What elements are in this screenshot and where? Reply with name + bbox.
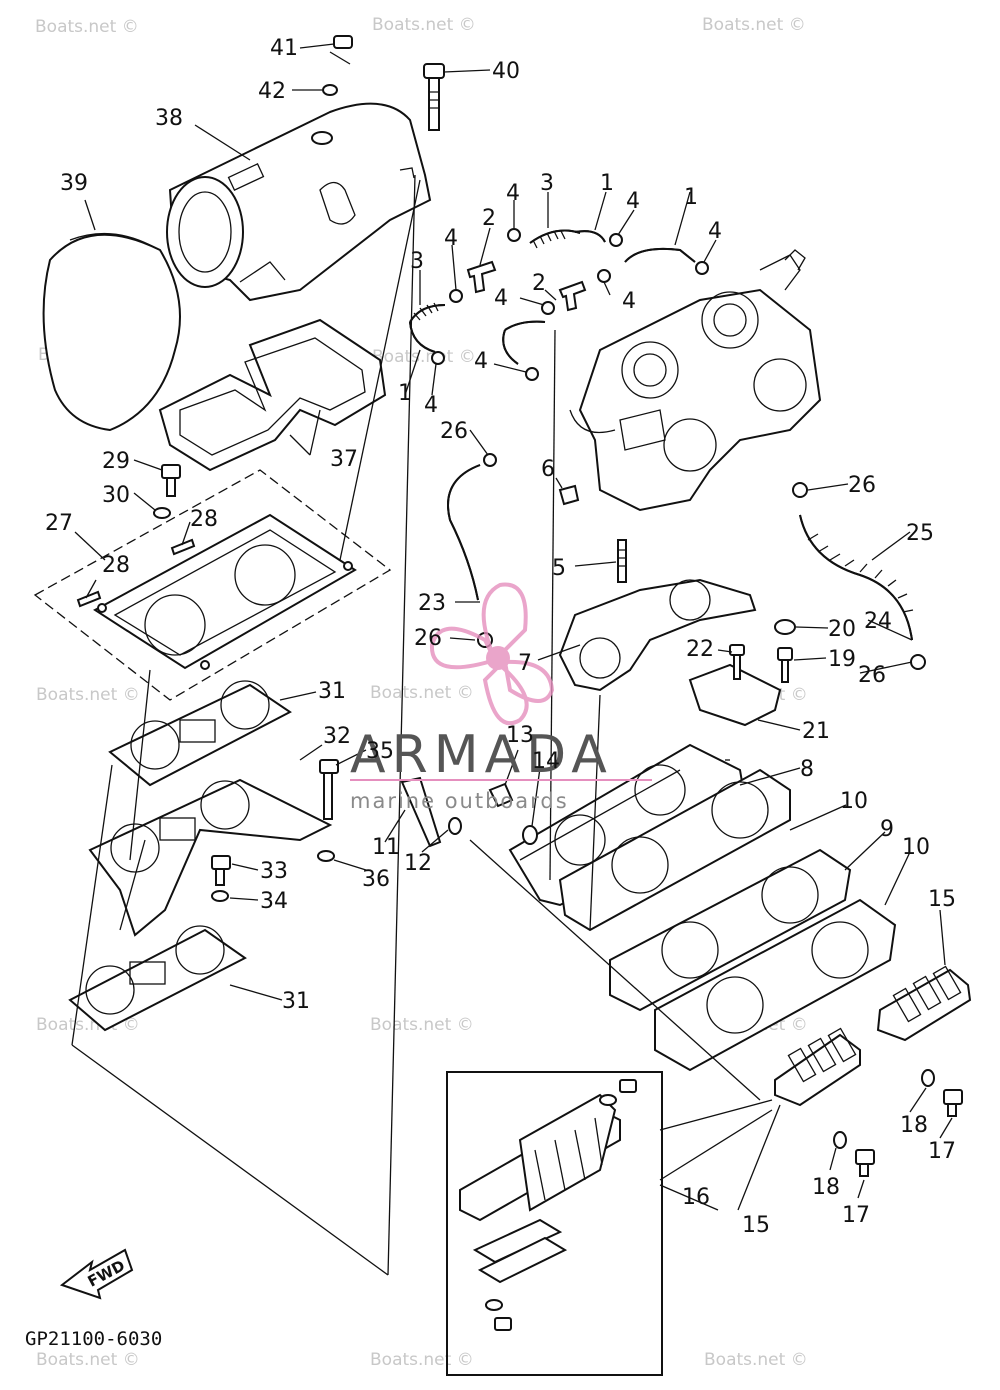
mounting-bracket [688, 644, 782, 727]
callout-label: 40 [492, 59, 520, 84]
carburetor-assembly [558, 249, 822, 512]
callout-label: 4 [474, 349, 488, 374]
callout-label: 39 [60, 171, 88, 196]
callout-label: 2 [532, 271, 546, 296]
callout-label: 33 [260, 859, 288, 884]
callout-label: 6 [541, 457, 555, 482]
watermark: Boats.net © [370, 1350, 474, 1370]
callout-label: 27 [45, 511, 73, 536]
callout-label: 16 [682, 1185, 710, 1210]
brand-name: ARMADA [350, 725, 613, 785]
watermark-layer: Boats.net © Boats.net © Boats.net © Boat… [35, 15, 808, 1370]
callout-label: 13 [506, 723, 534, 748]
reed-valve-detail-box [446, 1071, 663, 1376]
callout-label: 4 [626, 189, 640, 214]
callout-label: 28 [190, 507, 218, 532]
callout-label: 4 [708, 219, 722, 244]
callout-label: 18 [900, 1113, 928, 1138]
leader-lines [71, 43, 953, 1276]
watermark: Boats.net © [372, 15, 476, 35]
callout-label: 9 [880, 817, 894, 842]
brand-tagline: marine outboards [350, 789, 569, 813]
callout-label: 36 [362, 867, 390, 892]
callout-label: 17 [842, 1203, 870, 1228]
watermark: Boats.net © [36, 685, 140, 705]
callout-label: 10 [902, 835, 930, 860]
propeller-icon [429, 582, 555, 726]
hoses-and-clamps [409, 228, 709, 381]
callout-label: 11 [372, 835, 400, 860]
callout-label: 30 [102, 483, 130, 508]
callout-label: 3 [540, 171, 554, 196]
watermark: Boats.net © [704, 1350, 808, 1370]
callout-label: 1 [684, 185, 698, 210]
callout-label: 5 [552, 556, 566, 581]
callout-label: 26 [440, 419, 468, 444]
callout-label: 19 [828, 647, 856, 672]
callout-label: 18 [812, 1175, 840, 1200]
callout-label: 3 [410, 249, 424, 274]
callout-label: 34 [260, 889, 288, 914]
callout-labels: 41 42 40 38 39 3 1 1 4 4 4 2 4 3 2 4 4 4… [45, 36, 956, 1238]
callout-label: 1 [600, 171, 614, 196]
callout-label: 10 [840, 789, 868, 814]
callout-label: 29 [102, 449, 130, 474]
intake-manifold-and-gaskets [488, 743, 897, 1072]
armada-logo: ARMADA marine outboards [350, 582, 652, 813]
callout-label: 4 [494, 286, 508, 311]
callout-label: 2 [482, 206, 496, 231]
callout-label: 26 [414, 626, 442, 651]
callout-label: 35 [366, 739, 394, 764]
watermark: Boats.net © [370, 1015, 474, 1035]
callout-label: 4 [622, 289, 636, 314]
diagram-reference-code: GP21100-6030 [25, 1328, 162, 1350]
callout-label: 20 [828, 617, 856, 642]
callout-label: 1 [398, 381, 412, 406]
silencer-gaskets [158, 318, 387, 472]
callout-label: 25 [906, 521, 934, 546]
callout-label: 21 [802, 719, 830, 744]
head-gaskets [68, 680, 462, 1032]
callout-label: 41 [270, 36, 298, 61]
watermark: Boats.net © [372, 347, 476, 367]
callout-label: 4 [506, 181, 520, 206]
callout-label: 32 [323, 724, 351, 749]
callout-label: 26 [858, 663, 886, 688]
callout-label: 31 [282, 989, 310, 1014]
watermark: Boats.net © [35, 17, 139, 37]
callout-label: 22 [686, 637, 714, 662]
callout-label: 17 [928, 1139, 956, 1164]
callout-label: 31 [318, 679, 346, 704]
callout-label: 23 [418, 591, 446, 616]
fuel-hoses [447, 453, 926, 683]
callout-label: 38 [155, 106, 183, 131]
callout-label: 14 [532, 749, 560, 774]
carburetor-joint-gasket [558, 578, 757, 692]
callout-label: 26 [848, 473, 876, 498]
callout-label: 4 [444, 226, 458, 251]
callout-label: 15 [928, 887, 956, 912]
air-intake-silencer [42, 35, 445, 432]
arrow-icon [59, 1248, 134, 1300]
reed-valves [774, 965, 972, 1177]
callout-label: 42 [258, 79, 286, 104]
callout-label: 15 [742, 1213, 770, 1238]
callout-label: 28 [102, 553, 130, 578]
watermark: Boats.net © [370, 683, 474, 703]
callout-label: 12 [404, 851, 432, 876]
callout-label: 4 [424, 393, 438, 418]
cylinder-head-cover [33, 464, 392, 701]
forward-direction-marker: FWD [59, 1248, 134, 1300]
callout-label: 37 [330, 447, 358, 472]
callout-label: 24 [864, 609, 892, 634]
watermark: Boats.net © [36, 1350, 140, 1370]
callout-label: 7 [518, 651, 532, 676]
callout-label: 8 [800, 757, 814, 782]
watermark: Boats.net © [702, 15, 806, 35]
